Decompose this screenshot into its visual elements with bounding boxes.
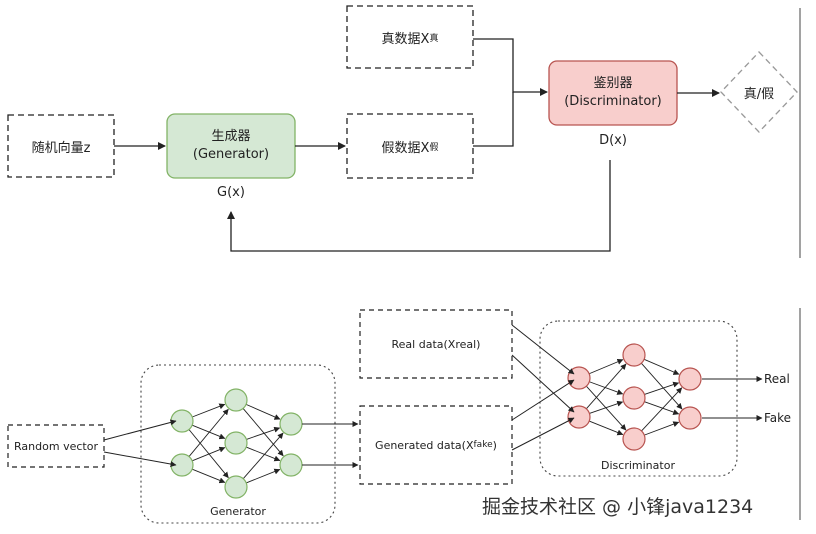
generator-edge-1-2-0 <box>242 432 284 480</box>
discriminator-node-2-0 <box>678 367 702 391</box>
generator-caption: Generator <box>210 504 266 518</box>
discriminator-caption: Discriminator <box>601 458 675 472</box>
discriminator-cn-label: 鉴别器 <box>593 76 633 91</box>
discriminator-edge-0-0-1 <box>589 381 624 395</box>
generator-cn-label: 生成器 <box>211 129 251 144</box>
random-vector-label: 随机向量z <box>31 140 91 156</box>
generator-edge-0-0-2 <box>188 429 229 479</box>
discriminator-node-1-0 <box>622 343 646 367</box>
discriminator-edge-1-0-0 <box>643 358 680 375</box>
discriminator-node-1-2 <box>622 427 646 451</box>
discriminator-edge-1-1-0 <box>644 381 680 395</box>
generator-network-frame <box>140 364 336 524</box>
input-arrow-1 <box>103 419 177 441</box>
real-data-subscript: 真 <box>429 33 439 44</box>
fake-output-label: Fake <box>764 411 792 425</box>
discriminator-label: 鉴别器 (Discriminator) <box>549 61 677 125</box>
generated-data-text: Generated data(X <box>375 438 474 452</box>
fake-data-text: 假数据X <box>381 140 430 156</box>
generator-edge-1-1-1 <box>246 446 281 462</box>
discriminator-edge-1-0-1 <box>640 362 683 410</box>
output-diamond <box>720 51 798 133</box>
generator-node-2-0 <box>279 412 303 436</box>
real-data-text: 真数据X <box>381 31 430 47</box>
generator-edge-1-0-0 <box>245 403 281 420</box>
generator-node-1-1 <box>224 431 248 455</box>
generated-data-box <box>359 405 513 485</box>
generator-edge-1-0-1 <box>242 408 284 457</box>
fake-data-subscript: 假 <box>429 142 439 153</box>
generator-edge-1-2-1 <box>246 468 281 484</box>
real-output-label: Real <box>764 372 790 386</box>
discriminator-node-0-0 <box>567 366 591 390</box>
discriminator-network-frame <box>539 320 738 477</box>
discriminator-edge-0-1-2 <box>589 420 624 436</box>
real-data-box <box>346 5 474 69</box>
discriminator-node-1-1 <box>622 386 646 410</box>
discriminator-edge-0-1-0 <box>585 363 627 410</box>
discriminator-edge-0-0-2 <box>586 385 627 431</box>
random-vector-box-en <box>7 424 105 468</box>
random-vector-label-en: Random vector <box>14 439 98 453</box>
discriminator-edge-1-1-1 <box>644 401 680 415</box>
feedback-arrow <box>227 160 611 252</box>
network-edges <box>188 358 683 484</box>
generator-edge-0-1-2 <box>192 468 226 484</box>
generator-edge-0-1-0 <box>188 408 229 457</box>
real-data-label-en: Real data(Xreal) <box>391 337 481 351</box>
watermark: 掘金技术社区 @ 小锋java1234 <box>482 496 754 518</box>
discriminator-en-label: (Discriminator) <box>564 94 662 109</box>
real-to-disc-1 <box>511 324 575 375</box>
generator-node-1-2 <box>224 475 248 499</box>
output-label: 真/假 <box>743 86 775 102</box>
generated-data-subscript: fake <box>473 440 493 450</box>
dx-label: D(x) <box>599 132 627 148</box>
generator-node-2-1 <box>279 453 303 477</box>
real-data-box-en <box>359 309 513 379</box>
fake-data-box <box>346 113 474 179</box>
discriminator-edge-1-2-1 <box>644 421 680 436</box>
generator-edge-0-0-1 <box>192 424 226 440</box>
random-vector-box <box>7 114 115 178</box>
gen-to-disc-2 <box>511 417 575 451</box>
discriminator-node-2-1 <box>678 406 702 430</box>
generator-edge-0-0-0 <box>192 403 226 418</box>
real-to-disc-2 <box>511 354 575 413</box>
input-arrow-2 <box>103 451 177 467</box>
gen-to-disc-1 <box>511 379 575 421</box>
discriminator-edge-0-0-0 <box>588 358 624 375</box>
network-nodes <box>170 343 702 499</box>
discriminator-edge-0-1-1 <box>589 400 624 414</box>
generator-node-1-0 <box>224 388 248 412</box>
arrow-fake-to-discriminator <box>473 92 514 147</box>
discriminator-edge-1-2-0 <box>641 387 683 432</box>
generated-data-close: ) <box>492 438 497 452</box>
generator-edge-0-1-1 <box>192 446 226 462</box>
generator-en-label: (Generator) <box>192 147 270 162</box>
generator-edge-1-1-0 <box>246 426 281 440</box>
gx-label: G(x) <box>217 184 245 200</box>
generator-label: 生成器 (Generator) <box>167 114 295 178</box>
arrow-real-to-discriminator <box>473 38 548 96</box>
